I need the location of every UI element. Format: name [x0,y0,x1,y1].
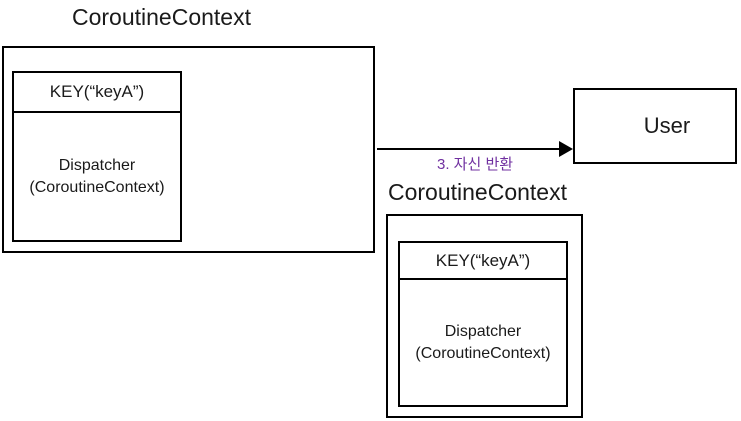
dispatcher-label-left: Dispatcher [58,156,136,174]
dispatcher-label-bottom: Dispatcher [444,322,522,340]
dispatcher-cell-left: Dispatcher (CoroutineContext) [14,113,180,240]
dispatcher-cell-bottom: Dispatcher (CoroutineContext) [400,280,566,405]
coroutine-context-title-left: CoroutineContext [72,4,251,30]
context-element-left: KEY(“keyA”) Dispatcher (CoroutineContext… [12,71,182,242]
coroutine-context-title-bottom: CoroutineContext [388,179,567,205]
key-header-bottom: KEY(“keyA”) [400,243,566,280]
user-label: User [643,113,691,138]
return-arrow-line [377,148,561,150]
context-element-bottom: KEY(“keyA”) Dispatcher (CoroutineContext… [398,241,568,407]
dispatcher-type-bottom: (CoroutineContext) [415,344,551,362]
arrow-head-icon [559,141,573,157]
return-arrow-label: 3. 자신 반환 [437,156,514,173]
dispatcher-type-left: (CoroutineContext) [29,178,165,196]
key-header-left: KEY(“keyA”) [14,73,180,113]
user-box: User [573,88,737,164]
